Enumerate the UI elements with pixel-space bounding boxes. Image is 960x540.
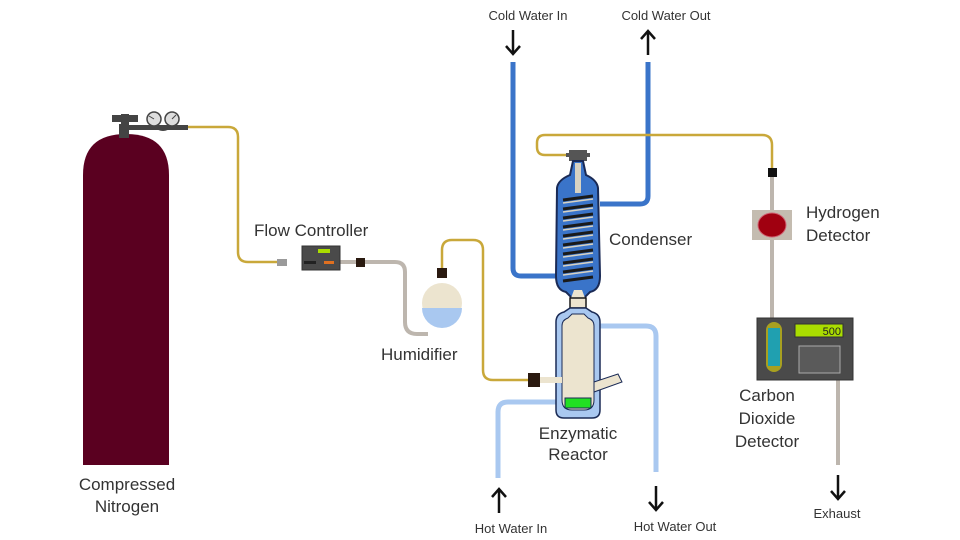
arrow-down-icon (830, 475, 846, 501)
cold-water-out-label: Cold Water Out (621, 8, 710, 23)
arrow-down-icon (505, 30, 521, 56)
nitrogen-tank-label-2: Nitrogen (95, 497, 159, 516)
condenser-label: Condenser (609, 230, 693, 249)
hot-water-in-line (495, 399, 556, 478)
hydrogen-detector-label-1: Hydrogen (806, 203, 880, 222)
cold-water-in-line (510, 62, 556, 279)
hydrogen-detector-label-2: Detector (806, 226, 871, 245)
hot-water-out-line (600, 323, 659, 472)
flow-controller (277, 245, 365, 271)
reactor-liquid (564, 397, 592, 409)
condenser (554, 150, 602, 309)
gas-line-humidifier-to-reactor (440, 238, 528, 382)
hot-water-out-label: Hot Water Out (634, 519, 717, 534)
gas-line-tank-to-flow-controller (188, 125, 278, 264)
flow-display (318, 249, 330, 253)
arrow-down-icon (648, 486, 664, 512)
tank-body (83, 134, 169, 465)
co2-detector-label-3: Detector (735, 432, 800, 451)
arrow-up-icon (491, 487, 507, 513)
co2-display-value: 500 (823, 326, 841, 338)
cold-water-in-label: Cold Water In (489, 8, 568, 23)
humidifier (422, 268, 462, 328)
reactor-label-1: Enzymatic (539, 424, 618, 443)
gray-line-flow-to-humidifier (340, 260, 428, 336)
nitrogen-tank (83, 111, 188, 465)
flow-controller-label: Flow Controller (254, 221, 369, 240)
co2-display (794, 323, 844, 338)
reactor-label-2: Reactor (548, 445, 608, 464)
co2-detector-label-1: Carbon (739, 386, 795, 405)
exhaust-label: Exhaust (814, 506, 861, 521)
humidifier-label: Humidifier (381, 345, 458, 364)
hot-water-in-label: Hot Water In (475, 521, 547, 536)
co2-detector: 500 (756, 317, 854, 381)
gas-line-condenser-to-hydrogen-detector (535, 133, 774, 170)
arrow-up-icon (640, 29, 656, 55)
co2-detector-label-2: Dioxide (739, 409, 796, 428)
hydrogen-detector (752, 168, 792, 240)
nitrogen-tank-label-1: Compressed (79, 475, 175, 494)
cold-water-out-line (600, 62, 651, 207)
condenser-coil (562, 194, 594, 283)
enzymatic-reactor (528, 307, 623, 419)
